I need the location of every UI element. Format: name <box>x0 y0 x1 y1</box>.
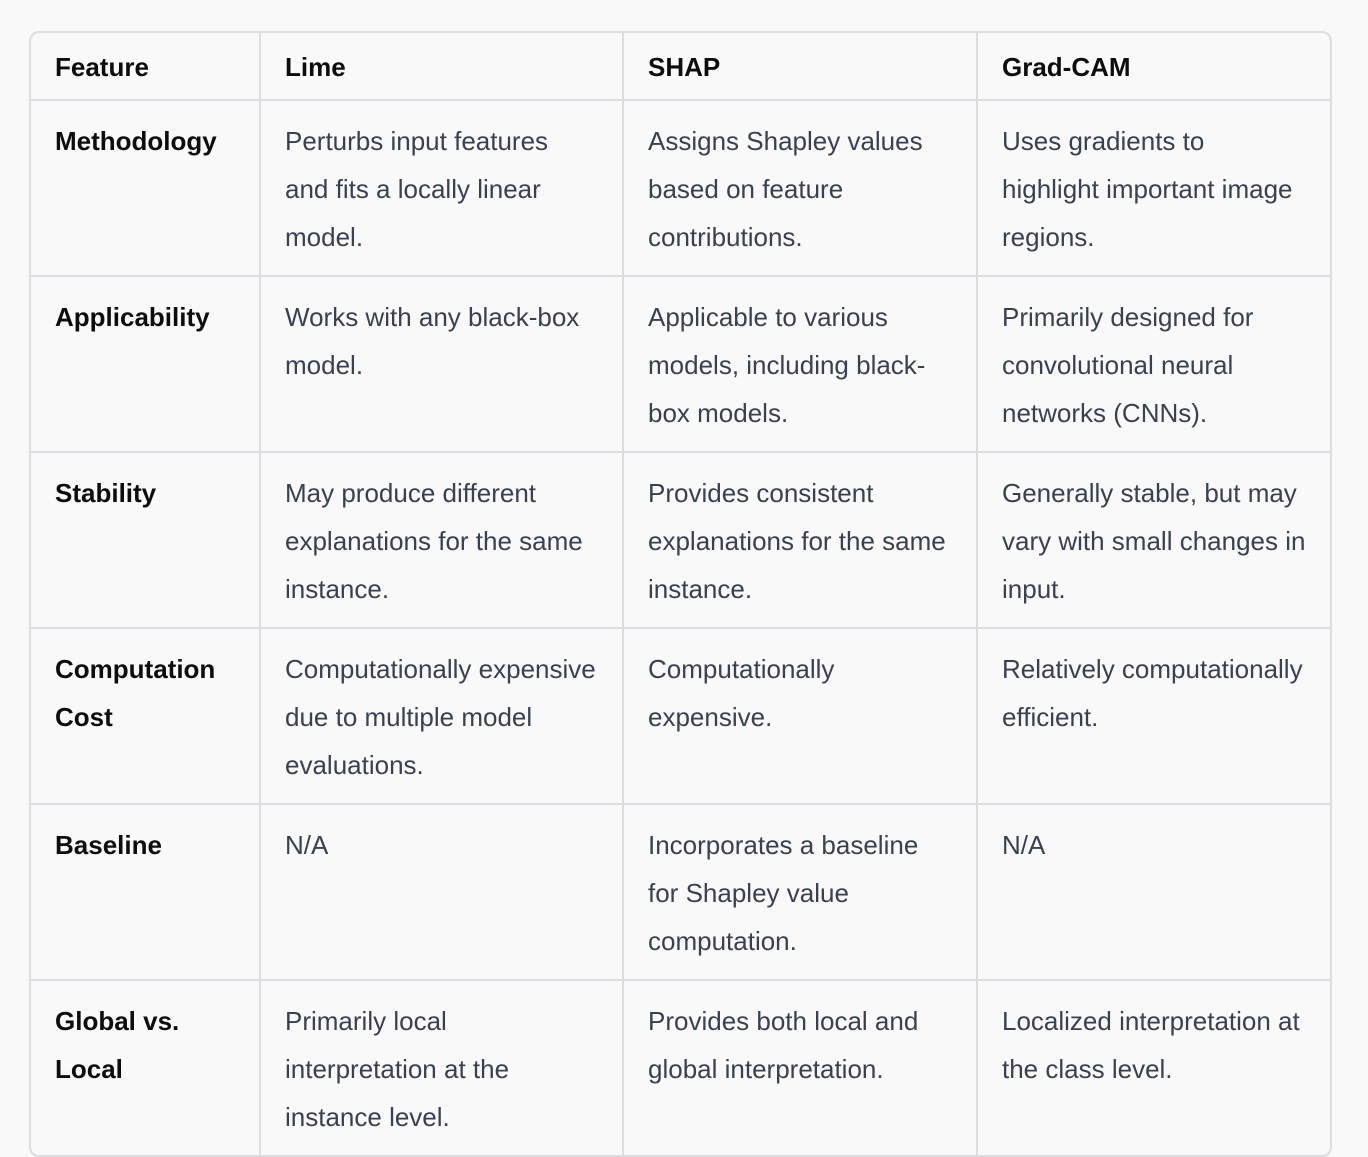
comparison-table: Feature Lime SHAP Grad-CAM Methodology P… <box>31 33 1330 1155</box>
row-lime-cell: N/A <box>260 804 624 981</box>
comparison-table-container: Feature Lime SHAP Grad-CAM Methodology P… <box>29 31 1332 1157</box>
row-shap-cell: Provides consistent explanations for the… <box>623 452 978 629</box>
row-gradcam-cell: N/A <box>977 804 1330 981</box>
row-gradcam-cell: Generally stable, but may vary with smal… <box>977 452 1330 629</box>
header-shap: SHAP <box>623 33 978 101</box>
table-row: Computation Cost Computationally expensi… <box>31 628 1330 805</box>
table-row: Baseline N/A Incorporates a baseline for… <box>31 804 1330 981</box>
row-feature-cell: Baseline <box>31 804 261 981</box>
row-lime-cell: May produce different explanations for t… <box>260 452 624 629</box>
table-row: Stability May produce different explanat… <box>31 452 1330 629</box>
row-gradcam-cell: Localized interpretation at the class le… <box>1002 1006 1300 1084</box>
header-feature: Feature <box>31 33 261 101</box>
row-shap-cell: Applicable to various models, including … <box>623 276 978 453</box>
row-lime-cell: Perturbs input features and fits a local… <box>260 100 624 277</box>
table-row: Applicability Works with any black-box m… <box>31 276 1330 453</box>
row-lime-cell: Computationally expensive due to multipl… <box>260 628 624 805</box>
row-gradcam-cell: Uses gradients to highlight important im… <box>977 100 1330 277</box>
row-lime-cell: Primarily local interpretation at the in… <box>260 980 624 1155</box>
row-feature-cell: Computation Cost <box>31 628 261 805</box>
header-gradcam: Grad-CAM <box>977 33 1330 101</box>
row-feature-cell: Global vs. Local <box>31 980 261 1155</box>
row-gradcam-cell: Relatively computationally efficient. <box>977 628 1330 805</box>
row-feature-cell: Applicability <box>31 276 261 453</box>
row-gradcam-cell: Primarily designed for convolutional neu… <box>977 276 1330 453</box>
row-feature-cell: Methodology <box>31 100 261 277</box>
row-shap-cell: Incorporates a baseline for Shapley valu… <box>623 804 978 981</box>
header-lime: Lime <box>260 33 624 101</box>
row-feature-cell: Stability <box>31 452 261 629</box>
row-shap-cell: Assigns Shapley values based on feature … <box>623 100 978 277</box>
table-row: Methodology Perturbs input features and … <box>31 100 1330 277</box>
table-row: Global vs. Local Primarily local interpr… <box>31 980 1330 1155</box>
row-lime-cell: Works with any black-box model. <box>260 276 624 453</box>
row-shap-cell: Computationally expensive. <box>623 628 978 805</box>
table-header-row: Feature Lime SHAP Grad-CAM <box>31 33 1330 101</box>
row-shap-cell: Provides both local and global interpret… <box>623 980 978 1155</box>
